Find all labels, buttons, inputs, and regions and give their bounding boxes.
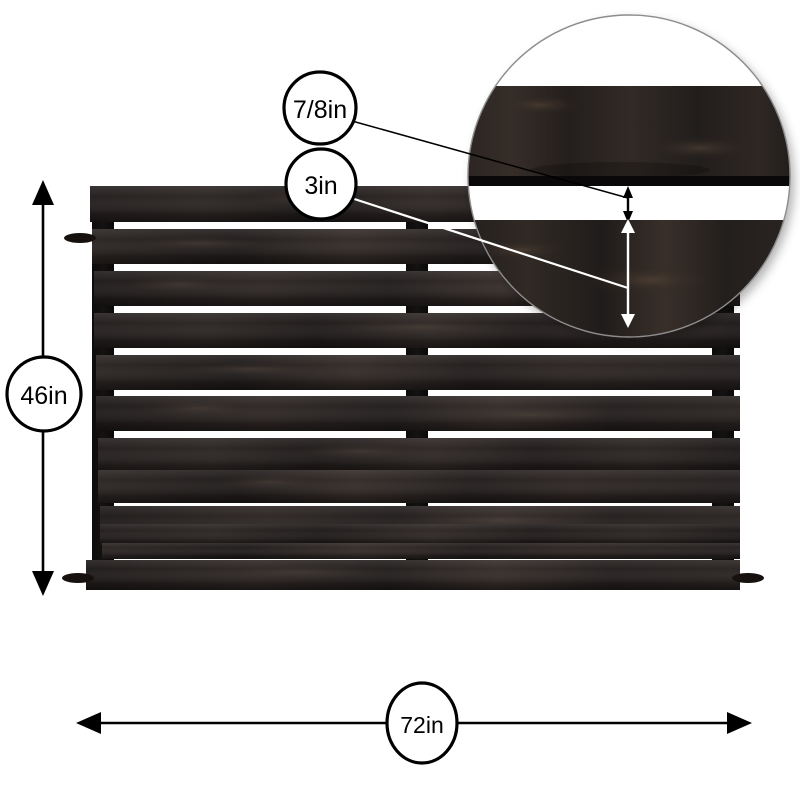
fence-slat [96, 396, 740, 431]
leader-line-board [344, 194, 629, 290]
fence-slat [98, 470, 740, 503]
fence-slat [98, 438, 740, 473]
leader-line-gap [351, 120, 629, 199]
gap-dimension-arrow [623, 186, 633, 223]
width-arrow-right [727, 712, 752, 734]
callout-3in-label: 3in [304, 172, 337, 200]
width-dimension-label: 72in [400, 712, 443, 738]
mounting-feet [62, 233, 764, 583]
board-dimension-arrow [621, 219, 635, 328]
width-arrow-left [76, 712, 101, 734]
fence-slat [100, 524, 740, 546]
height-dimension-label: 46in [20, 382, 67, 410]
fence-slat [102, 543, 740, 559]
fence-slat [96, 355, 740, 390]
width-dimension-badge[interactable]: 72in [385, 681, 459, 765]
height-arrow-down [32, 571, 54, 596]
height-arrow-up [32, 180, 54, 205]
callout-7-8in-label: 7/8in [293, 96, 347, 124]
height-dimension-badge[interactable]: 46in [5, 355, 83, 433]
callout-7-8in[interactable]: 7/8in [282, 70, 358, 146]
fence-slat [86, 560, 740, 590]
callout-3in[interactable]: 3in [284, 147, 358, 221]
magnified-slat-top [468, 86, 790, 186]
